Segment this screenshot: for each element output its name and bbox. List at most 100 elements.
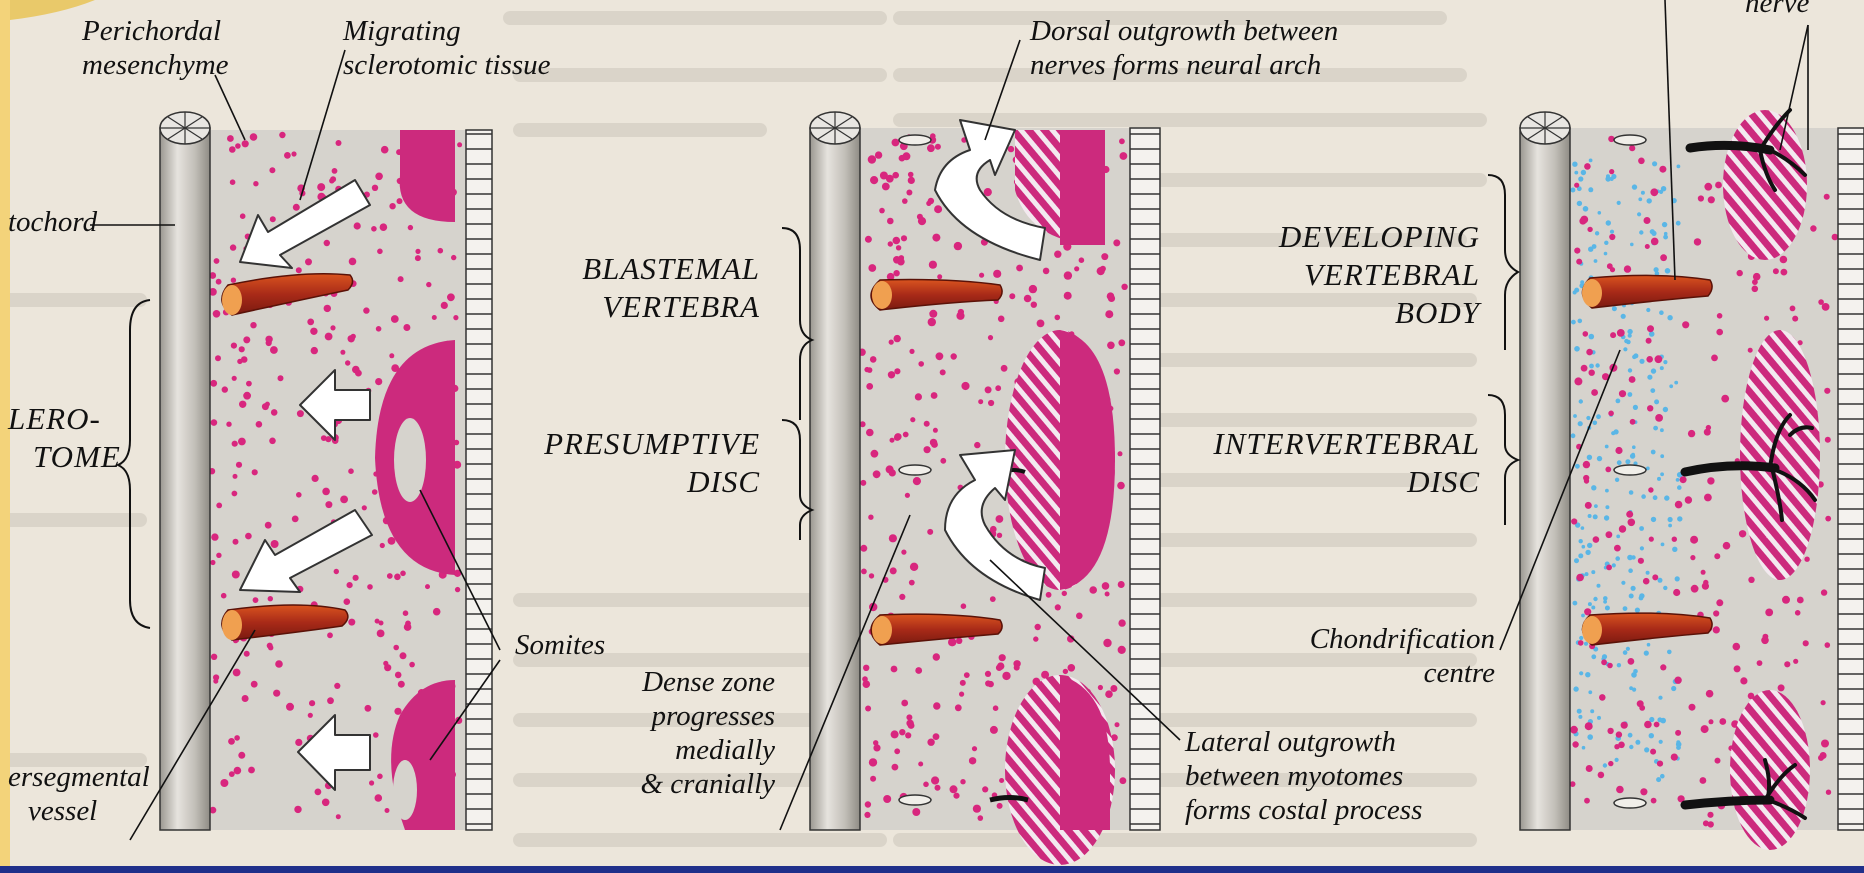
chondrification-dot bbox=[1612, 306, 1617, 311]
chondrification-dot bbox=[1659, 740, 1663, 744]
chondrification-dot bbox=[1572, 162, 1577, 167]
chondrification-dot bbox=[1579, 399, 1583, 403]
cell-dot bbox=[894, 748, 900, 754]
chondrification-dot bbox=[1625, 459, 1630, 464]
cell-dot bbox=[940, 369, 946, 375]
cell-dot bbox=[273, 690, 280, 697]
cell-dot bbox=[393, 645, 399, 651]
panel-3-myotome-bottom bbox=[1730, 690, 1810, 850]
cell-dot bbox=[1009, 293, 1015, 299]
cell-dot bbox=[233, 539, 239, 545]
chondrification-dot bbox=[1664, 495, 1669, 500]
cell-dot bbox=[389, 353, 394, 358]
cell-dot bbox=[222, 386, 228, 392]
cell-dot bbox=[322, 799, 330, 807]
cell-dot bbox=[297, 410, 304, 417]
cell-dot bbox=[1105, 690, 1113, 698]
cell-dot bbox=[1574, 248, 1580, 254]
chondrification-dot bbox=[1624, 339, 1628, 343]
cell-dot bbox=[1784, 661, 1790, 667]
chondrification-dot bbox=[1668, 517, 1673, 522]
cell-dot bbox=[256, 421, 263, 428]
cell-dot bbox=[391, 315, 399, 323]
cell-dot bbox=[296, 492, 302, 498]
cell-dot bbox=[284, 152, 291, 159]
cell-dot bbox=[372, 185, 378, 191]
label-dense-zone: Dense zone progresses medially & cranial… bbox=[580, 665, 775, 801]
cell-dot bbox=[1671, 754, 1678, 761]
chondrification-dot bbox=[1623, 606, 1628, 611]
cell-dot bbox=[1650, 749, 1656, 755]
cell-dot bbox=[1701, 725, 1709, 733]
cell-dot bbox=[893, 270, 899, 276]
cell-dot bbox=[860, 480, 866, 486]
cell-dot bbox=[903, 432, 909, 438]
chondrification-dot bbox=[1589, 159, 1593, 163]
panel-1-somite-hole bbox=[394, 418, 426, 502]
cell-dot bbox=[1740, 677, 1747, 684]
cell-dot bbox=[1064, 271, 1072, 279]
cell-dot bbox=[1119, 138, 1125, 144]
cell-dot bbox=[978, 399, 983, 404]
cell-dot bbox=[1610, 332, 1616, 338]
cell-dot bbox=[238, 752, 245, 759]
cell-dot bbox=[1584, 163, 1591, 170]
cell-dot bbox=[870, 356, 877, 363]
cell-dot bbox=[1690, 536, 1698, 544]
chondrification-dot bbox=[1663, 586, 1667, 590]
cell-dot bbox=[1105, 310, 1113, 318]
chondrification-dot bbox=[1658, 696, 1662, 700]
cell-dot bbox=[1647, 325, 1654, 332]
cell-dot bbox=[960, 779, 965, 784]
panel-1-sclerotome-brace bbox=[118, 300, 150, 628]
panel-1-notochord-cap bbox=[160, 112, 210, 144]
cell-dot bbox=[950, 785, 958, 793]
cell-dot bbox=[1626, 511, 1633, 518]
cell-dot bbox=[286, 703, 294, 711]
chondrification-dot bbox=[1579, 539, 1583, 543]
chondrification-dot bbox=[1588, 187, 1593, 192]
cell-dot bbox=[993, 705, 999, 711]
chondrification-dot bbox=[1669, 384, 1673, 388]
cell-dot bbox=[1685, 496, 1692, 503]
cell-dot bbox=[373, 732, 379, 738]
chondrification-dot bbox=[1591, 485, 1596, 490]
chondrification-dot bbox=[1615, 478, 1619, 482]
chondrification-dot bbox=[1646, 571, 1650, 575]
cell-dot bbox=[1098, 685, 1103, 690]
cell-dot bbox=[1715, 182, 1722, 189]
cell-dot bbox=[933, 653, 940, 660]
cell-dot bbox=[349, 258, 357, 266]
cell-dot bbox=[325, 501, 332, 508]
panel-2-disc-brace bbox=[782, 420, 812, 540]
chondrification-dot bbox=[1617, 460, 1622, 465]
cell-dot bbox=[997, 803, 1003, 809]
cell-dot bbox=[1001, 365, 1008, 372]
cell-dot bbox=[867, 367, 873, 373]
cell-dot bbox=[232, 571, 240, 579]
chondrification-dot bbox=[1591, 606, 1595, 610]
cell-dot bbox=[1118, 451, 1123, 456]
cell-dot bbox=[935, 785, 941, 791]
cell-dot bbox=[265, 402, 270, 407]
cell-dot bbox=[296, 267, 302, 273]
cell-dot bbox=[1033, 636, 1038, 641]
cell-dot bbox=[213, 679, 218, 684]
cell-dot bbox=[375, 619, 380, 624]
cell-dot bbox=[1701, 570, 1706, 575]
cell-dot bbox=[245, 533, 252, 540]
chondrification-dot bbox=[1593, 597, 1597, 601]
cell-dot bbox=[905, 732, 911, 738]
cell-dot bbox=[910, 563, 918, 571]
chondrification-dot bbox=[1657, 717, 1662, 722]
label-lateral-outgrowth: Lateral outgrowth between myotomes forms… bbox=[1185, 725, 1422, 827]
cell-dot bbox=[1810, 225, 1816, 231]
cell-dot bbox=[899, 729, 905, 735]
cell-dot bbox=[377, 249, 383, 255]
cell-dot bbox=[1113, 239, 1120, 246]
cell-dot bbox=[929, 310, 937, 318]
cell-dot bbox=[230, 179, 236, 185]
cell-dot bbox=[1780, 256, 1788, 264]
cell-dot bbox=[395, 672, 402, 679]
cell-dot bbox=[1609, 169, 1614, 174]
